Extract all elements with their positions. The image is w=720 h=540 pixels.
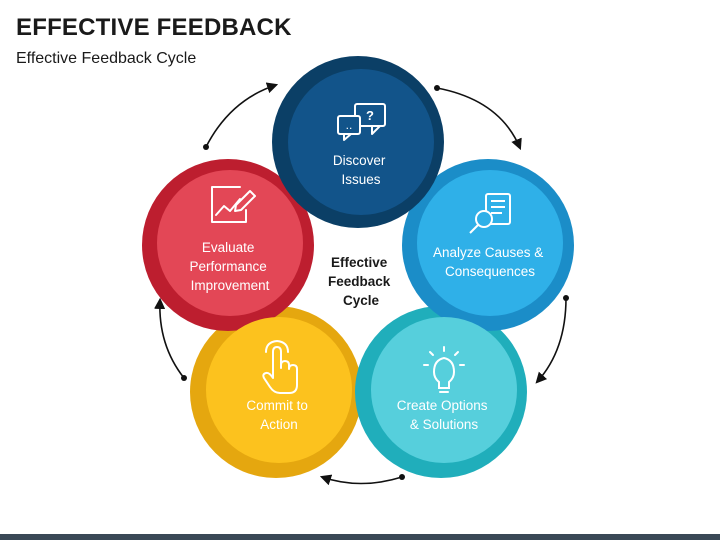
disc-create: [371, 317, 517, 463]
svg-text:..: ..: [346, 118, 353, 132]
page-title: EFFECTIVE FEEDBACK: [16, 14, 292, 41]
step-label-discover: Discover Issues: [333, 153, 389, 187]
disc-commit: [206, 317, 352, 463]
disc-analyze: [417, 170, 563, 316]
step-label-commit: Commit to Action: [246, 398, 311, 432]
chart-pencil-icon: [211, 186, 256, 223]
step-discs: [157, 69, 563, 463]
disc-evaluate: [157, 170, 303, 316]
arrow-start-dot: [399, 474, 405, 480]
lightbulb-icon: [423, 346, 465, 393]
cycle-arrows: [154, 82, 569, 486]
step-label-evaluate: Evaluate Performance Improvement: [189, 240, 270, 293]
hand-pointer-icon: [262, 340, 298, 394]
step-labels: Discover Issues Analyze Causes & Consequ…: [189, 153, 547, 432]
step-label-analyze: Analyze Causes & Consequences: [433, 245, 547, 279]
arrow-commit-to-evaluate: [154, 297, 185, 379]
arrow-start-dot: [181, 375, 187, 381]
step-label-create: Create Options & Solutions: [397, 398, 492, 432]
arrow-start-dot: [563, 295, 569, 301]
bottom-bar: [0, 534, 720, 540]
disc-discover: [288, 69, 434, 215]
arrow-start-dot: [203, 144, 209, 150]
center-label: Effective Feedback Cycle: [328, 255, 394, 308]
arrow-evaluate-to-discover: [205, 82, 279, 148]
document-magnifier-icon: [469, 193, 511, 234]
chat-question-icon: ? ..: [337, 103, 386, 141]
svg-text:?: ?: [366, 108, 374, 123]
arrow-start-dot: [434, 85, 440, 91]
arrow-discover-to-analyze: [436, 87, 522, 151]
page-subtitle: Effective Feedback Cycle: [16, 50, 197, 67]
arrow-create-to-commit: [319, 474, 403, 486]
arrow-analyze-to-create: [535, 297, 567, 384]
